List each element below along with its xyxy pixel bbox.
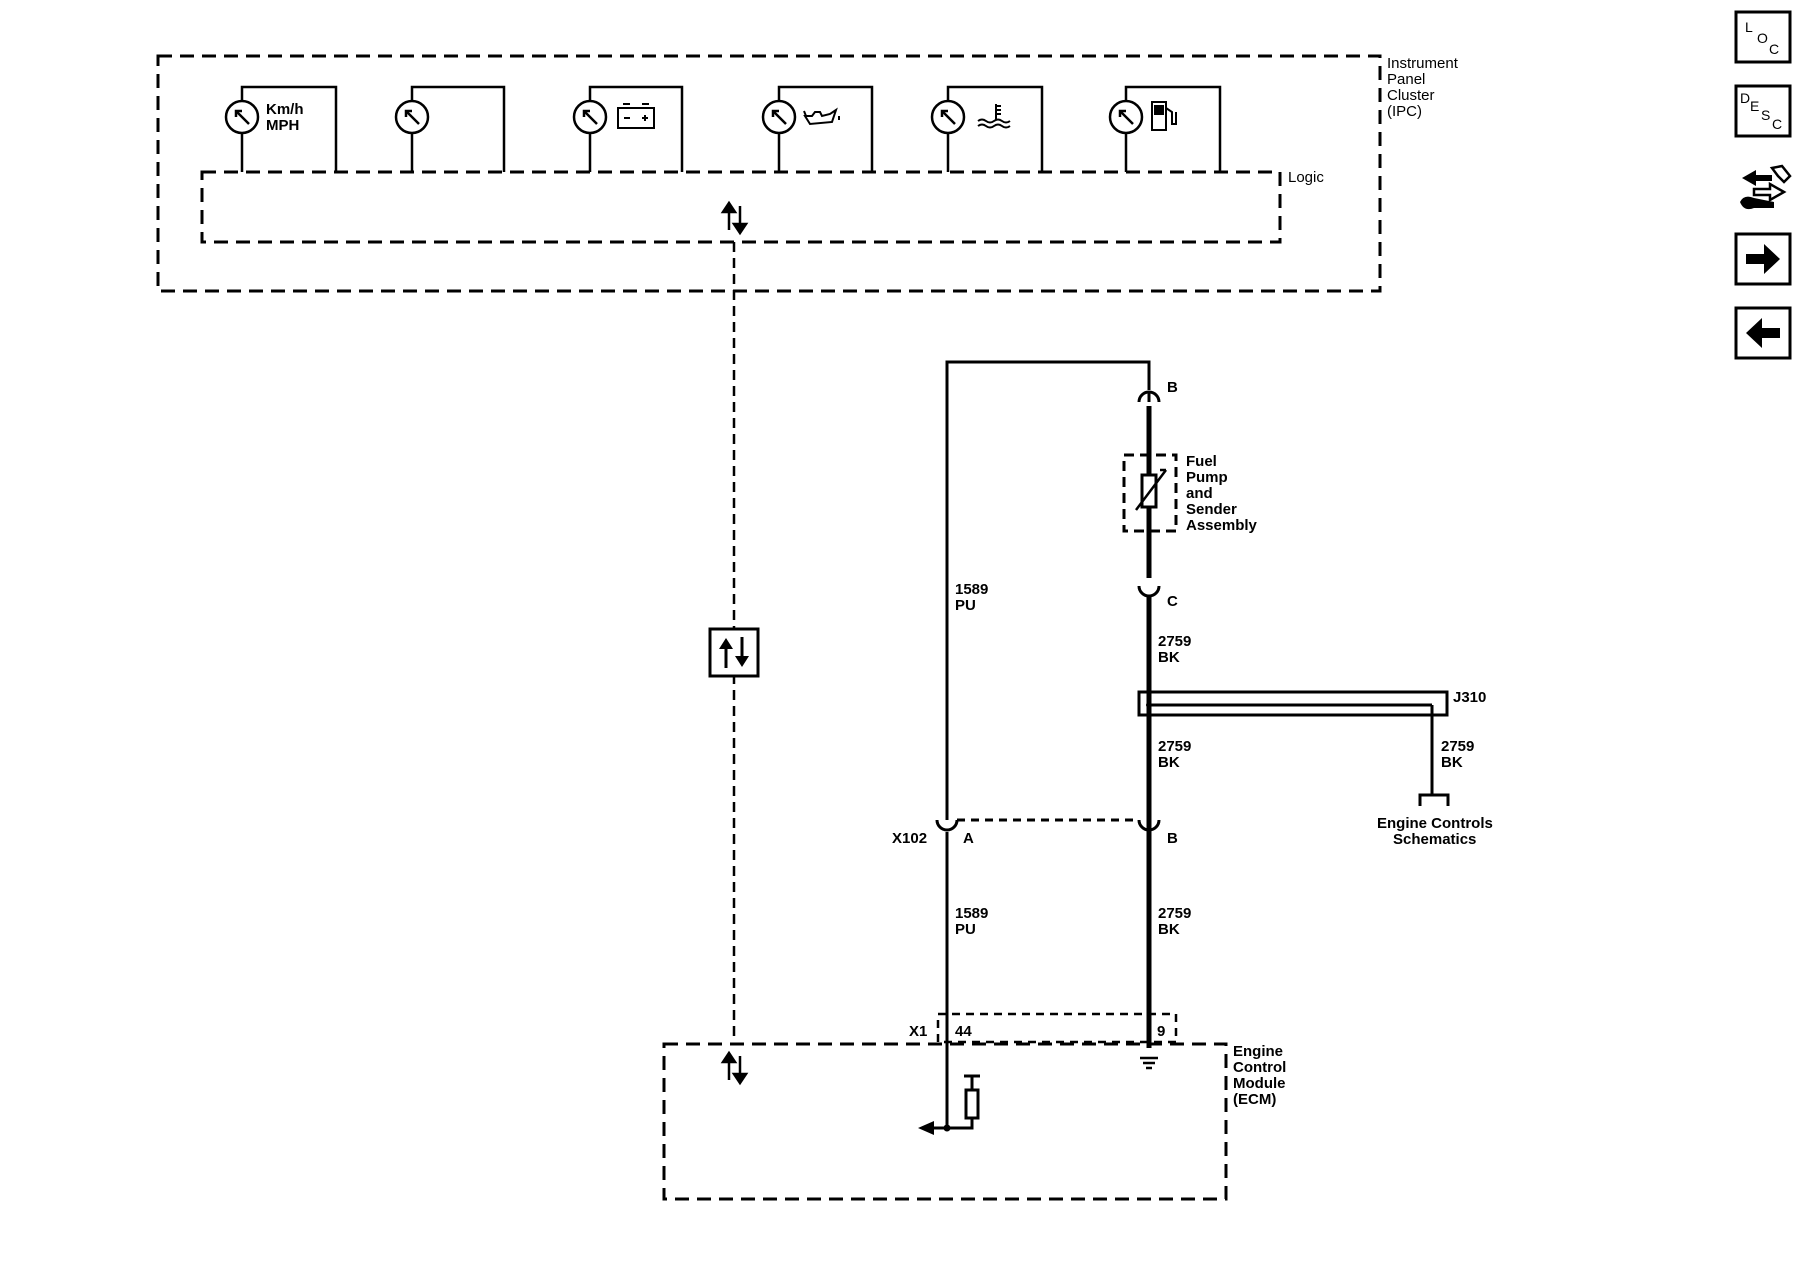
ipc-module: Instrument Panel Cluster (IPC) Logic Km/… [156, 54, 1459, 293]
connector-x1-outline [936, 1012, 1178, 1044]
location-letter-c: C [1769, 41, 1779, 57]
ground-wire-color-3: BK [1158, 921, 1180, 938]
description-letter-c: C [1772, 116, 1782, 132]
ipc-title-line3: Cluster [1387, 87, 1435, 104]
splice-j310 [1137, 690, 1449, 717]
ipc-outline [156, 54, 1382, 293]
oil-can-icon [803, 107, 840, 126]
fuel-sender-label-line1: Fuel [1186, 453, 1217, 470]
connector-x1-pin-9: 9 [1157, 1023, 1165, 1040]
signal-circuit-number-2: 1589 [955, 905, 988, 922]
connector-x102-pin-b: B [1167, 830, 1178, 847]
ground-wire-color-1: BK [1158, 649, 1180, 666]
ground-circuit-number-1: 2759 [1158, 633, 1191, 650]
location-letter-l: L [1745, 19, 1753, 35]
coolant-temp-gauge [930, 85, 1044, 172]
fuel-pump-pin-c-label: C [1167, 593, 1178, 610]
connector-x1-label: X1 [909, 1023, 927, 1040]
connector-x102-pin-a: A [963, 830, 974, 847]
next-button[interactable] [1734, 232, 1792, 286]
branch-circuit-number: 2759 [1441, 738, 1474, 755]
engine-controls-label-line1: Engine Controls [1377, 815, 1493, 832]
ground-circuit-number-3: 2759 [1158, 905, 1191, 922]
connector-x102 [935, 812, 1161, 838]
ecm-label-line2: Control [1233, 1059, 1286, 1076]
right-arrow-icon [1746, 244, 1780, 274]
ipc-title-line2: Panel [1387, 71, 1425, 88]
ecm-outline [662, 1042, 1228, 1201]
description-letter-e: E [1750, 98, 1759, 114]
splice-j310-label: J310 [1453, 689, 1486, 706]
coolant-temp-icon [977, 104, 1011, 129]
ecm-label-line1: Engine [1233, 1043, 1283, 1060]
fuel-sender-label-line3: and [1186, 485, 1213, 502]
fuel-sender-label-line2: Pump [1186, 469, 1228, 486]
tachometer-gauge [394, 85, 506, 172]
speedometer-gauge [224, 85, 338, 172]
navigation-panel: L O C D E S C [1734, 0, 1800, 380]
ecm-label-line4: (ECM) [1233, 1091, 1276, 1108]
ecm-input-arrow-icon [918, 1121, 951, 1135]
description-button[interactable]: D E S C [1734, 84, 1792, 138]
ecm-label-line3: Module [1233, 1075, 1286, 1092]
engine-controls-label-line2: Schematics [1393, 831, 1476, 848]
connector-x102-label: X102 [892, 830, 927, 847]
serial-data-symbol-icon [708, 627, 760, 678]
battery-icon [617, 103, 655, 129]
ipc-logic-box [200, 170, 1282, 244]
fuel-pump-pin-c [1137, 585, 1161, 598]
oil-pressure-gauge [761, 85, 874, 172]
ipc-title-line1: Instrument [1387, 55, 1459, 72]
ecm-pullup-resistor [947, 1074, 980, 1130]
fuel-pump-icon [1151, 101, 1177, 131]
ground-wire-color-2: BK [1158, 754, 1180, 771]
wrench-arrows-icon [1740, 164, 1792, 210]
ipc-logic-label: Logic [1288, 169, 1324, 186]
signal-wire-upper [945, 360, 1151, 812]
location-button[interactable]: L O C [1734, 10, 1792, 64]
ecm-serial-data-arrows-icon [720, 1050, 749, 1086]
location-icon-frame [1734, 10, 1792, 64]
speedometer-unit-kmh: Km/h [266, 101, 304, 118]
fuel-pump-pin-b [1137, 390, 1161, 403]
signal-circuit-number-1: 1589 [955, 581, 988, 598]
location-letter-o: O [1757, 30, 1768, 46]
previous-button[interactable] [1734, 306, 1792, 360]
left-arrow-icon [1746, 318, 1780, 348]
voltmeter-gauge [572, 85, 684, 172]
fuel-sender-label-line4: Sender [1186, 501, 1237, 518]
fuel-pump-pin-b-label: B [1167, 379, 1178, 396]
engine-controls-reference [1418, 793, 1450, 806]
ground-circuit-number-2: 2759 [1158, 738, 1191, 755]
description-letter-d: D [1740, 90, 1750, 106]
fuel-sender-label-line5: Assembly [1186, 517, 1258, 534]
diagnostic-button[interactable] [1734, 158, 1792, 212]
connector-x1-pin-44: 44 [955, 1023, 972, 1040]
ground-symbol-icon [1140, 1056, 1158, 1070]
speedometer-unit-mph: MPH [266, 117, 299, 134]
description-icon-frame [1734, 84, 1792, 138]
signal-wire-color-1: PU [955, 597, 976, 614]
description-letter-s: S [1761, 107, 1770, 123]
ipc-title-line4: (IPC) [1387, 103, 1422, 120]
ipc-serial-data-arrows-icon [720, 200, 749, 236]
fuel-gauge [1108, 85, 1222, 172]
branch-wire-color: BK [1441, 754, 1463, 771]
signal-wire-color-2: PU [955, 921, 976, 938]
